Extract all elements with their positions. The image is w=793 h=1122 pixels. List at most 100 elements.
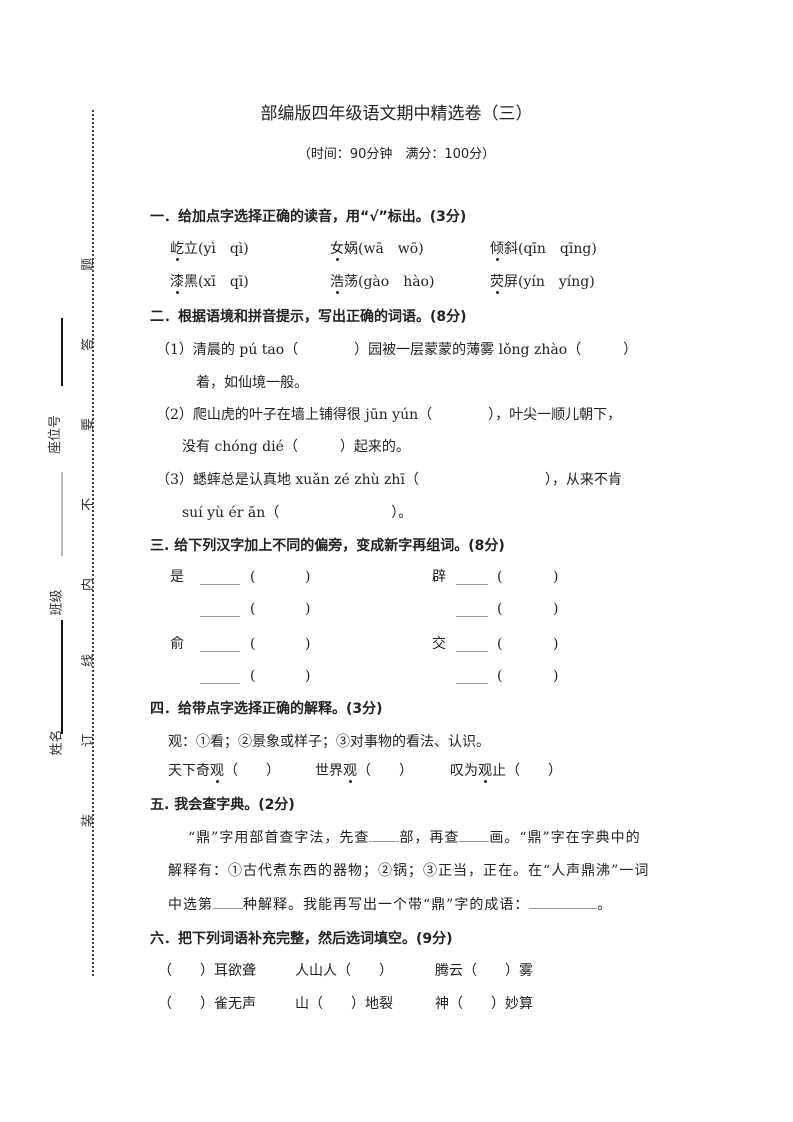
binding-char: 题 — [81, 257, 97, 272]
radical-blank[interactable] — [200, 616, 240, 617]
idiom-item: 神（ ）妙算 — [435, 996, 533, 1012]
radical-blank[interactable] — [200, 651, 240, 652]
question-line: 没有 chóng dié（ ）起来的。 — [182, 439, 410, 455]
binding-char: 内 — [81, 577, 97, 592]
idiom-item: 腾云（ ）雾 — [435, 963, 533, 979]
paren-close: ) — [553, 636, 559, 652]
pinyin-item: 倾斜(qīn qīng) — [490, 241, 597, 261]
binding-char: 装 — [81, 813, 97, 828]
seat-label: 座位号 — [48, 414, 64, 455]
pinyin-options: (yì qì) — [198, 241, 249, 257]
base-char: 是 — [170, 569, 184, 585]
class-label: 班级 — [49, 589, 65, 616]
pinyin-options: (xī qī) — [198, 274, 249, 290]
pinyin-item: 荧屏(yín yíng) — [490, 274, 595, 294]
paren-open: ( — [497, 636, 503, 652]
question-line: （3）蟋蟀总是认真地 xuǎn zé zhù zhī（ ），从来不肯 — [156, 472, 622, 488]
section-6-heading: 六．把下列词语补充完整，然后选词填空。(9分) — [150, 931, 453, 947]
radical-blank[interactable] — [200, 683, 240, 684]
text: 。 — [597, 897, 613, 913]
answer-blank[interactable] — [529, 908, 598, 909]
answer-blank: （ ） — [224, 763, 280, 779]
base-char: 俞 — [170, 636, 184, 652]
paren-open: ( — [497, 601, 503, 617]
section-3-heading: 三. 给下列汉字加上不同的偏旁，变成新字再组词。(8分) — [150, 538, 505, 554]
page-title: 部编版四年级语文期中精选卷（三） — [260, 104, 533, 124]
paren-close: ) — [305, 569, 311, 585]
question-line: 着，如仙境一般。 — [196, 375, 308, 391]
answer-blank[interactable] — [369, 841, 400, 842]
paren-open: ( — [497, 569, 503, 585]
text: 部，再查 — [399, 830, 460, 846]
answer-blank: 止（ ） — [492, 763, 562, 779]
section-2-heading: 二．根据语境和拼音提示，写出正确的词语。(8分) — [150, 309, 467, 325]
word-rest: 立 — [184, 241, 198, 257]
pinyin-options: (wā wō) — [358, 241, 424, 257]
seat-underline — [61, 318, 63, 386]
paren-open: ( — [250, 569, 256, 585]
dotted-char: 屹 — [170, 241, 184, 261]
text: 世界 — [315, 763, 343, 779]
section-5-heading: 五. 我会查字典。(2分) — [150, 797, 295, 813]
radical-blank[interactable] — [200, 584, 240, 585]
dotted-char: 浩 — [330, 274, 344, 294]
base-char: 交 — [432, 636, 446, 652]
paren-close: ) — [553, 668, 559, 684]
radical-blank[interactable] — [456, 616, 488, 617]
binding-dotted-line — [92, 110, 94, 976]
dotted-char: 女 — [330, 241, 344, 261]
text: 画。“鼎”字在字典中的 — [489, 830, 641, 846]
binding-char: 不 — [81, 497, 97, 512]
pinyin-options: (qīn qīng) — [518, 241, 597, 257]
answer-blank[interactable] — [213, 908, 243, 909]
question-line: （1）清晨的 pú tao（ ）园被一层蒙蒙的薄雾 lǒng zhào（ ） — [156, 342, 638, 358]
paren-open: ( — [250, 668, 256, 684]
name-label: 姓名 — [49, 729, 65, 756]
question-line: （2）爬山虎的叶子在墙上铺得很 jūn yún（ ），叶尖一顺儿朝下， — [156, 407, 622, 423]
meaning-item: 天下奇观（ ） — [168, 763, 280, 783]
paren-open: ( — [497, 668, 503, 684]
exam-info: （时间：90分钟 满分：100分） — [297, 147, 496, 162]
radical-blank[interactable] — [456, 584, 488, 585]
text: “鼎”字用部首查字法，先查 — [188, 830, 370, 846]
paren-open: ( — [250, 636, 256, 652]
dictionary-line-2: 解释有：①古代煮东西的器物；②锅；③正当，正在。在“人声鼎沸”一词 — [168, 863, 650, 879]
dotted-char: 荧 — [490, 274, 504, 294]
paren-close: ) — [305, 601, 311, 617]
pinyin-options: (yín yíng) — [518, 274, 595, 290]
word-rest: 斜 — [504, 241, 518, 257]
pinyin-item: 漆黑(xī qī) — [170, 274, 249, 294]
pinyin-options: (gào hào) — [358, 274, 435, 290]
idiom-item: 人山人（ ） — [295, 963, 393, 979]
dictionary-line-3: 中选第 种解释。我能再写出一个带“鼎”字的成语： 。 — [168, 898, 612, 912]
dotted-char: 观 — [210, 763, 224, 783]
radical-blank[interactable] — [456, 651, 488, 652]
paren-close: ) — [305, 668, 311, 684]
binding-char: 订 — [81, 733, 97, 748]
binding-char: 线 — [81, 653, 97, 668]
dictionary-line-1: “鼎”字用部首查字法，先查 部，再查 画。“鼎”字在字典中的 — [188, 831, 641, 845]
binding-char: 要 — [81, 417, 97, 432]
paren-close: ) — [553, 569, 559, 585]
idiom-item: （ ）雀无声 — [158, 996, 256, 1012]
section-1-heading: 一．给加点字选择正确的读音，用“√”标出。(3分) — [150, 209, 467, 225]
pinyin-item: 屹立(yì qì) — [170, 241, 249, 261]
answer-blank: （ ） — [357, 763, 413, 779]
pinyin-item: 浩荡(gào hào) — [330, 274, 435, 294]
section-4-heading: 四．给带点字选择正确的解释。(3分) — [150, 701, 383, 717]
dotted-char: 观 — [343, 763, 357, 783]
paren-open: ( — [250, 601, 256, 617]
idiom-item: 山（ ）地裂 — [295, 996, 393, 1012]
meaning-item: 叹为观止（ ） — [450, 763, 562, 783]
text: 种解释。我能再写出一个带“鼎”字的成语： — [243, 897, 530, 913]
paren-close: ) — [553, 601, 559, 617]
answer-blank[interactable] — [459, 841, 490, 842]
paren-close: ) — [305, 636, 311, 652]
word-rest: 黑 — [184, 274, 198, 290]
radical-blank[interactable] — [456, 683, 488, 684]
class-underline — [61, 472, 63, 556]
word-rest: 娲 — [344, 241, 358, 257]
text: 中选第 — [168, 897, 213, 913]
idiom-item: （ ）耳欲聋 — [158, 963, 256, 979]
pinyin-item: 女娲(wā wō) — [330, 241, 424, 261]
